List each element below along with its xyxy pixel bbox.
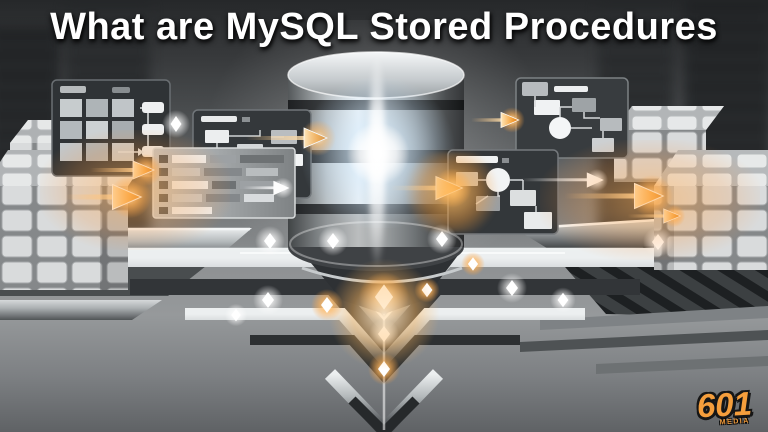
brand-logo: 601 MEDIA (696, 385, 753, 428)
page-title: What are MySQL Stored Procedures (50, 6, 718, 48)
flowchart-panel-right-top (515, 77, 629, 159)
flow-arrow (243, 177, 294, 199)
flow-arrow (471, 107, 525, 133)
